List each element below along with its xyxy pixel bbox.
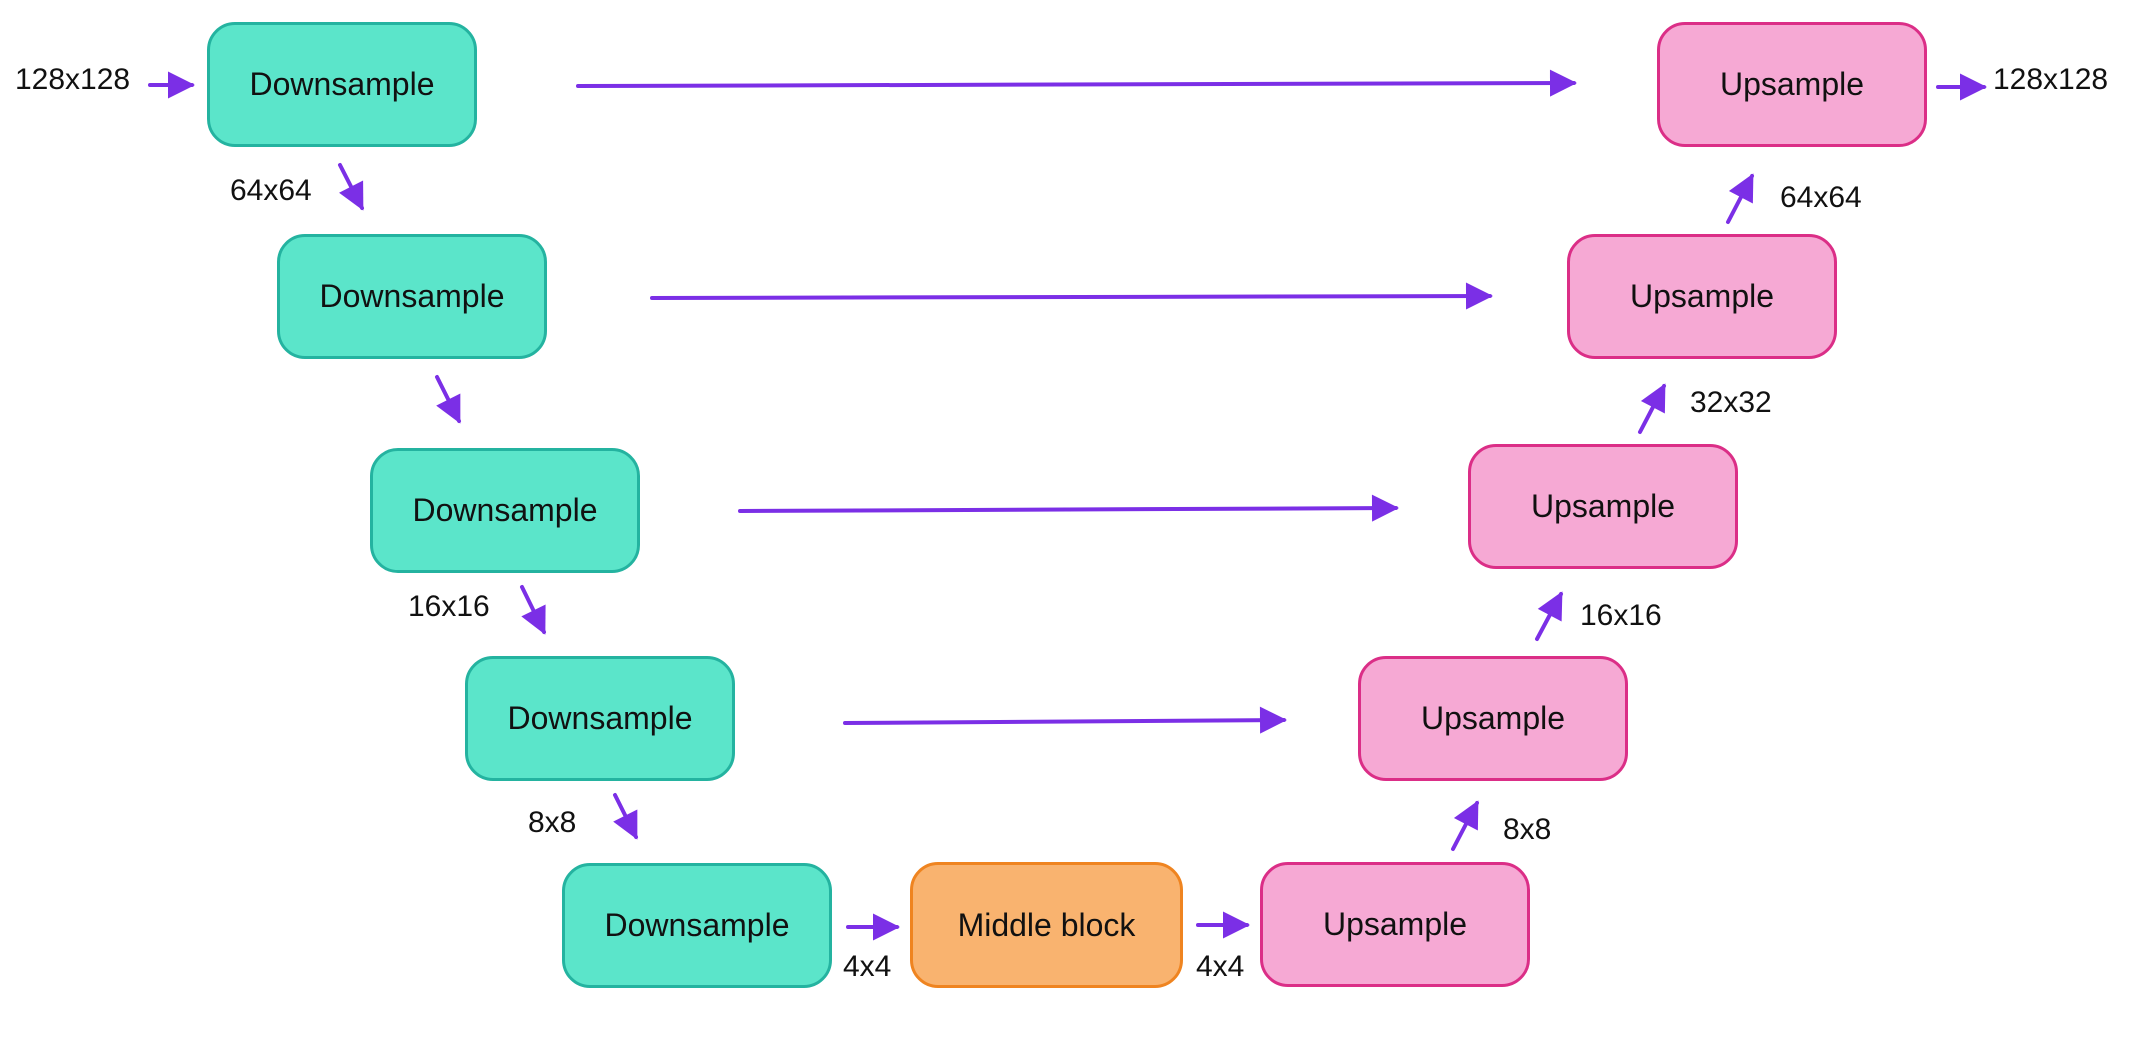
skip-arrow-level-1 (576, 69, 1577, 97)
node-label: Upsample (1420, 700, 1566, 736)
node-upsample-3: Upsample (1468, 444, 1738, 569)
node-downsample-4: Downsample (465, 656, 735, 781)
node-label: Upsample (1719, 66, 1865, 102)
left-size-64-label: 64x64 (230, 174, 312, 207)
output-size-label: 128x128 (1993, 63, 2109, 96)
node-label: Upsample (1530, 488, 1676, 524)
up-arrow-4-3 (1535, 591, 1563, 641)
right-size-32-label: 32x32 (1690, 386, 1772, 419)
right-size-8-label: 8x8 (1503, 813, 1552, 846)
down-arrow-4-5 (613, 793, 638, 840)
node-upsample-4: Upsample (1358, 656, 1628, 781)
right-size-64-label: 64x64 (1780, 181, 1862, 214)
up-arrow-2-1 (1726, 173, 1754, 224)
down-arrow-2-3 (435, 375, 461, 424)
skip-arrow-level-4 (843, 706, 1287, 734)
bottleneck-out-size-label: 4x4 (1196, 950, 1245, 983)
up-arrow-3-2 (1638, 383, 1666, 434)
left-size-16-label: 16x16 (408, 590, 490, 623)
node-middle-block: Middle block (910, 862, 1183, 988)
skip-arrow-level-2 (650, 282, 1493, 310)
node-downsample-3: Downsample (370, 448, 640, 573)
node-label: Downsample (604, 907, 790, 943)
input-size-label: 128x128 (15, 63, 131, 96)
left-size-8-label: 8x8 (528, 806, 577, 839)
node-downsample-1: Downsample (207, 22, 477, 147)
skip-arrow-level-3 (738, 494, 1399, 522)
node-label: Downsample (507, 700, 693, 736)
right-size-16-label: 16x16 (1580, 599, 1662, 632)
node-label: Downsample (412, 492, 598, 528)
down-arrow-1-2 (338, 163, 364, 211)
node-downsample-5: Downsample (562, 863, 832, 988)
node-upsample-5: Upsample (1260, 862, 1530, 987)
node-downsample-2: Downsample (277, 234, 547, 359)
node-label: Middle block (957, 906, 1136, 943)
up-arrow-5-4 (1451, 800, 1479, 851)
down-arrow-3-4 (520, 585, 546, 635)
bottleneck-in-size-label: 4x4 (843, 950, 892, 983)
node-label: Upsample (1322, 906, 1468, 942)
node-label: Downsample (319, 278, 505, 314)
node-label: Downsample (249, 66, 435, 102)
node-upsample-2: Upsample (1567, 234, 1837, 359)
node-upsample-1: Upsample (1657, 22, 1927, 147)
node-label: Upsample (1629, 278, 1775, 314)
